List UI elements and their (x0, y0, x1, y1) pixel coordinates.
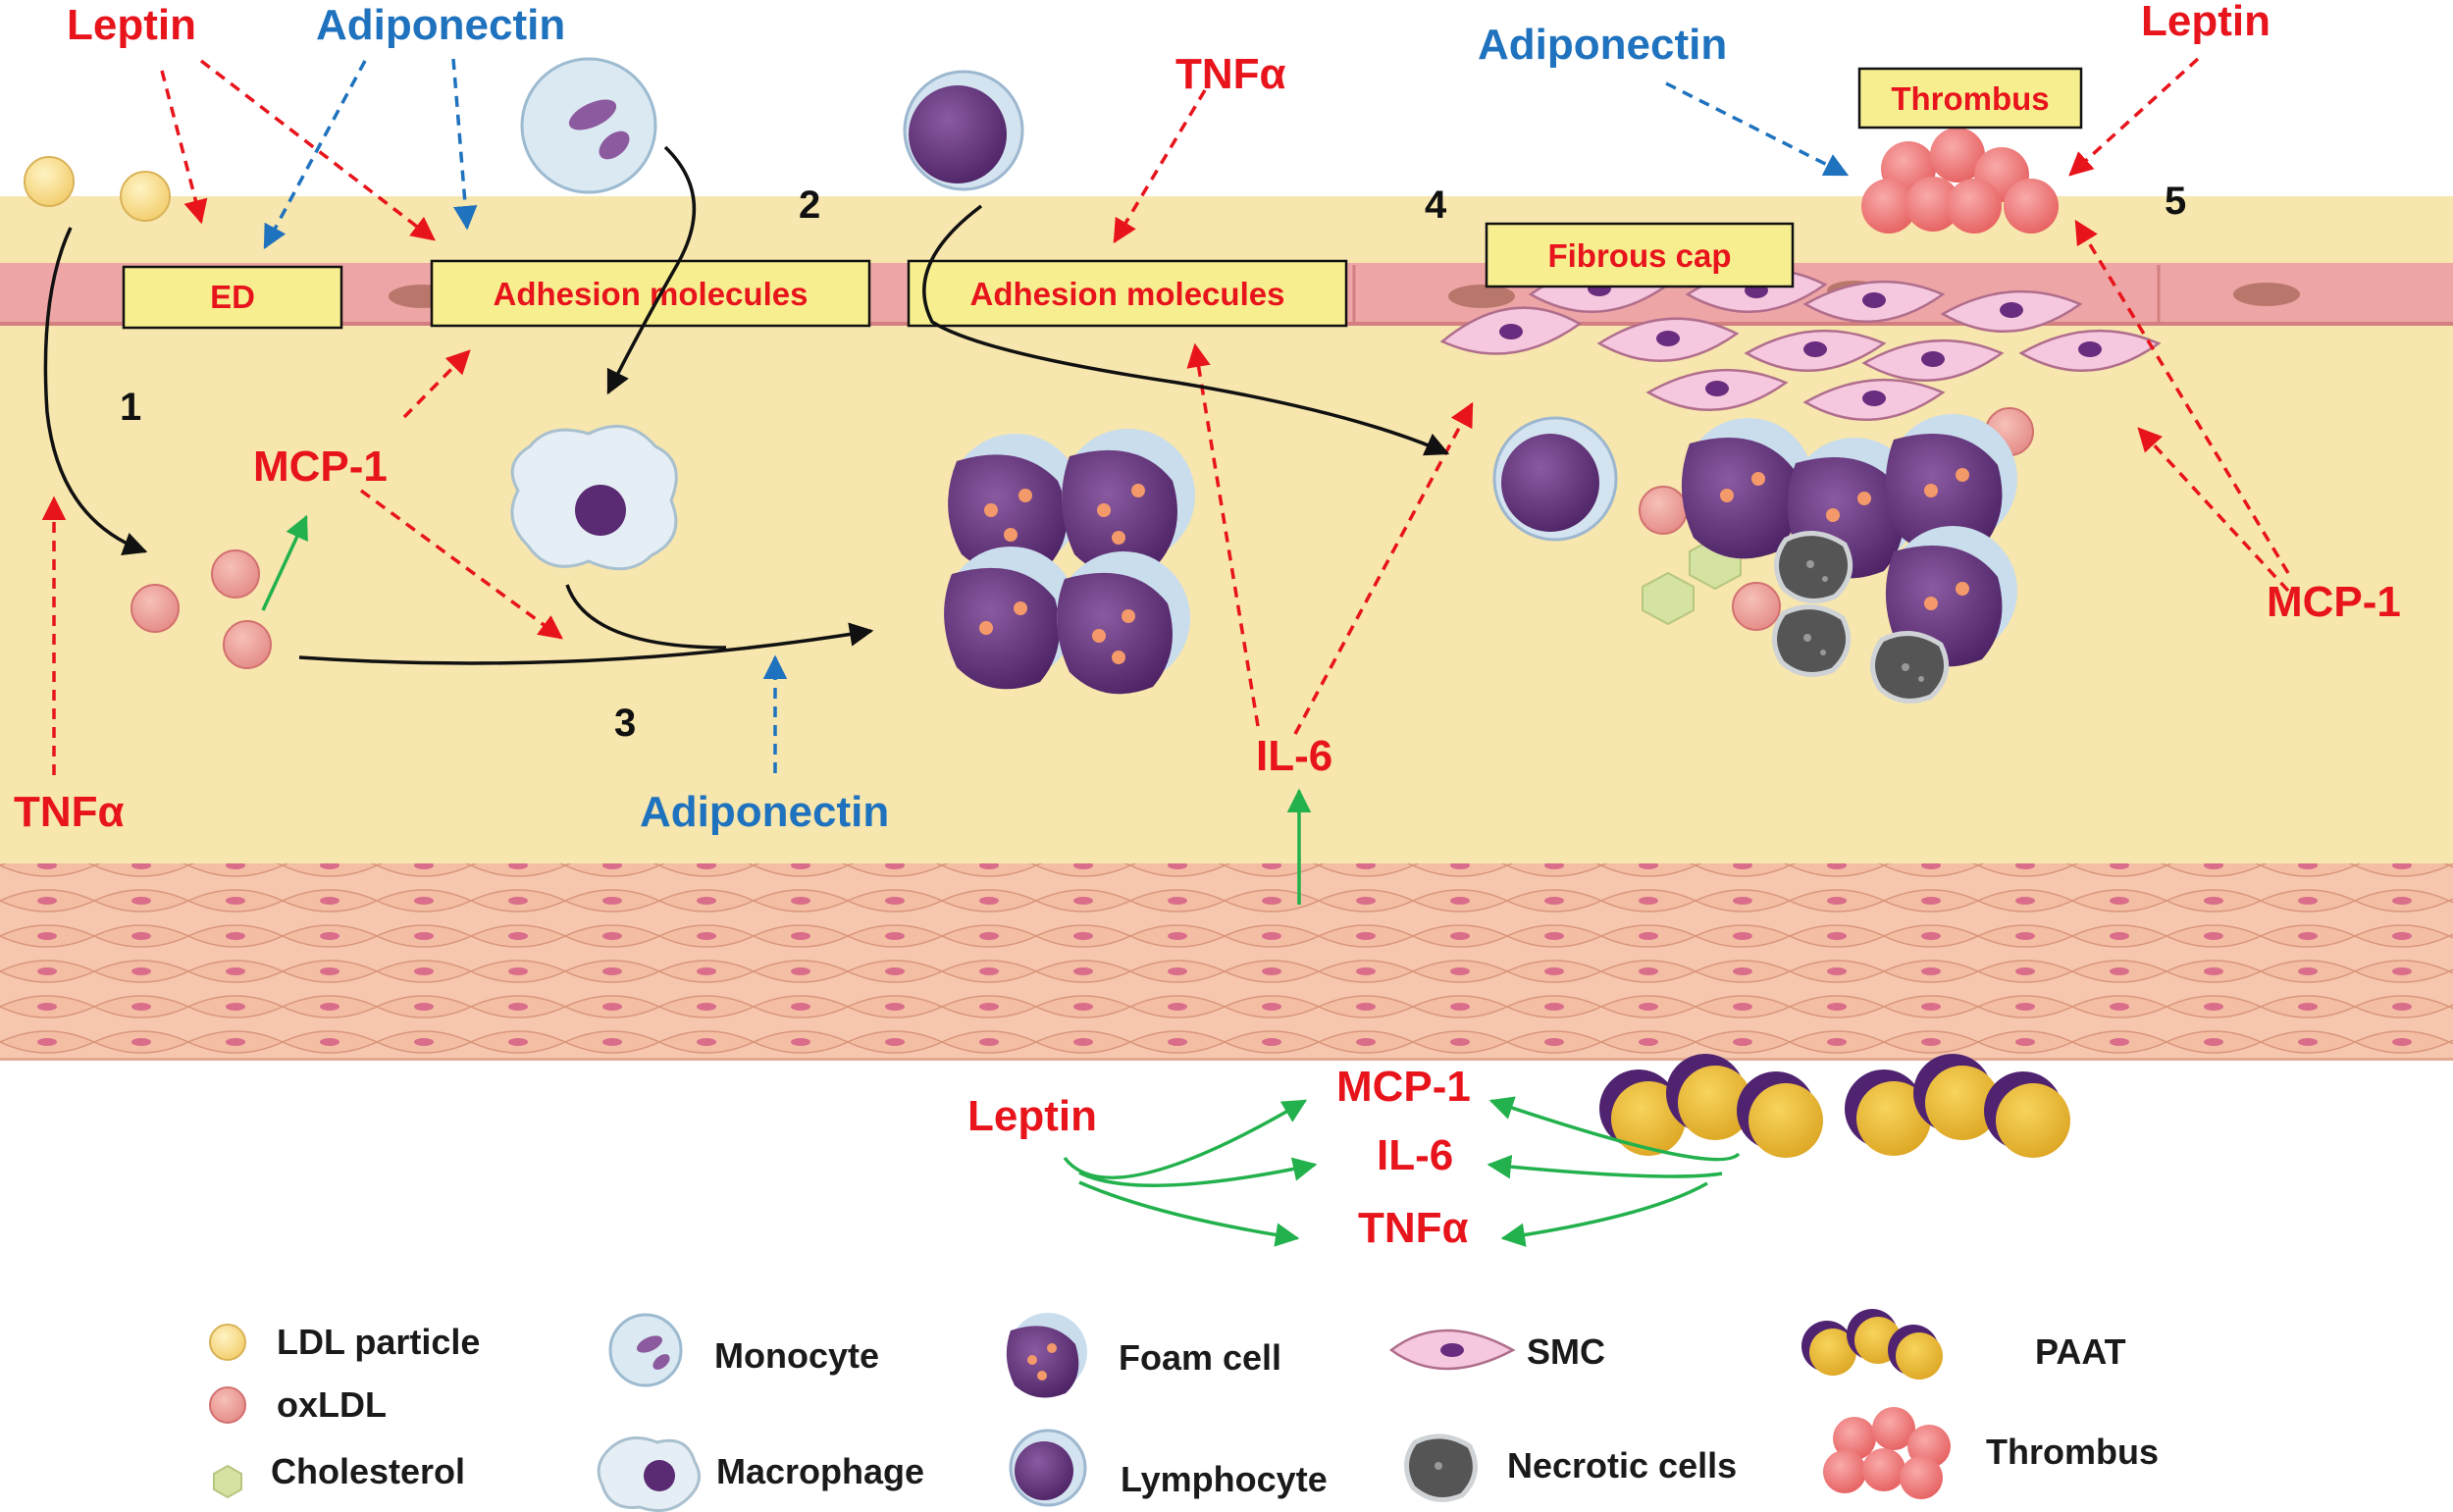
step-number-2: 2 (799, 183, 820, 227)
macrophage-cell (510, 424, 678, 571)
legend-item-necrotic: Necrotic cells (1404, 1434, 1737, 1502)
step-number-5: 5 (2165, 180, 2186, 223)
adiponectin-label-top-right: Adiponectin (1478, 21, 1727, 69)
legend-item-ldl: LDL particle (209, 1322, 480, 1362)
svg-text:Adhesion molecules: Adhesion molecules (970, 276, 1285, 312)
svg-text:Monocyte: Monocyte (714, 1335, 879, 1376)
svg-text:Necrotic cells: Necrotic cells (1507, 1445, 1737, 1486)
adhesion-molecules-box-1: Adhesion molecules (430, 259, 871, 328)
svg-text:oxLDL: oxLDL (277, 1384, 387, 1425)
svg-text:Thrombus: Thrombus (1891, 80, 2049, 117)
legend-item-lymphocyte: Lymphocyte (1009, 1429, 1328, 1507)
svg-text:Lymphocyte: Lymphocyte (1121, 1459, 1328, 1499)
legend-item-thrombus: Thrombus (1823, 1407, 2159, 1499)
fibrous-cap-box: Fibrous cap (1485, 222, 1795, 288)
leptin-label-bottom: Leptin (967, 1092, 1097, 1140)
foam-cell-cluster (944, 429, 1195, 695)
necrotic-cells (1772, 531, 1950, 704)
step-number-3: 3 (614, 702, 636, 745)
legend-item-foam-cell: Foam cell (1006, 1313, 1281, 1398)
legend-item-macrophage: Macrophage (597, 1436, 924, 1512)
svg-text:Fibrous cap: Fibrous cap (1547, 237, 1731, 274)
svg-text:ED: ED (210, 279, 255, 315)
media-layer (0, 863, 2453, 1060)
svg-text:SMC: SMC (1527, 1331, 1605, 1372)
mcp1-label-bottom: MCP-1 (1336, 1063, 1471, 1111)
svg-text:Macrophage: Macrophage (716, 1451, 924, 1491)
il6-label-bottom: IL-6 (1377, 1131, 1453, 1179)
legend-item-paat: PAAT (1801, 1309, 2126, 1380)
il6-label-mid: IL-6 (1256, 732, 1332, 780)
paat-adipocytes (1599, 1054, 2070, 1158)
legend-item-smc: SMC (1388, 1329, 1605, 1372)
ldl-particles (24, 156, 171, 222)
ed-box: ED (122, 265, 343, 330)
thrombus-cluster (1861, 128, 2059, 234)
adiponectin-label-top-left: Adiponectin (316, 1, 565, 49)
thrombus-box: Thrombus (1857, 67, 2083, 130)
step-number-1: 1 (120, 386, 141, 429)
tnfa-label-top: TNFα (1175, 50, 1286, 98)
svg-text:Thrombus: Thrombus (1986, 1432, 2159, 1472)
monocyte-cell (520, 57, 657, 194)
tnfa-label-bottom: TNFα (1358, 1204, 1469, 1252)
lymphocyte-cell-plaque (1492, 416, 1618, 542)
mcp1-label-left: MCP-1 (253, 443, 388, 491)
mcp1-label-right: MCP-1 (2267, 578, 2401, 626)
svg-text:Adhesion molecules: Adhesion molecules (494, 276, 809, 312)
svg-text:LDL particle: LDL particle (277, 1322, 480, 1362)
legend-item-oxldl: oxLDL (209, 1384, 387, 1425)
adhesion-molecules-box-2: Adhesion molecules (907, 259, 1348, 328)
adiponectin-label-mid: Adiponectin (640, 788, 889, 836)
tnfa-label-left: TNFα (14, 788, 125, 836)
svg-text:Cholesterol: Cholesterol (271, 1451, 465, 1491)
leptin-label-top-right: Leptin (2141, 0, 2270, 45)
leptin-label-top-left: Leptin (67, 1, 196, 49)
legend-item-monocyte: Monocyte (608, 1313, 879, 1387)
legend: LDL particle oxLDL Cholesterol Monocyte … (209, 1309, 2159, 1512)
legend-item-cholesterol: Cholesterol (213, 1451, 465, 1499)
step-number-4: 4 (1425, 183, 1447, 227)
svg-text:PAAT: PAAT (2035, 1331, 2126, 1372)
lymphocyte-cell-top (903, 70, 1024, 191)
smc-fibrous-cap (1439, 265, 2162, 422)
svg-text:Foam cell: Foam cell (1119, 1337, 1281, 1378)
